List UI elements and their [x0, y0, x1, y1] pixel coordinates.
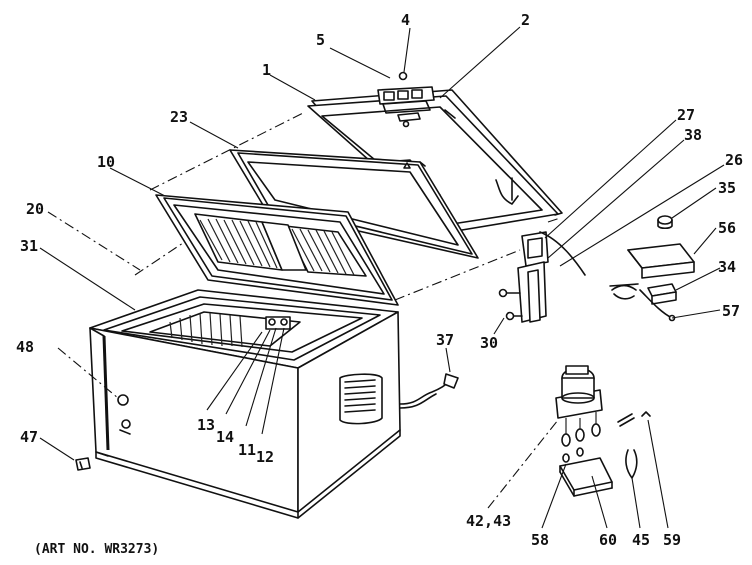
vent-hatching [199, 218, 355, 276]
callout-12: 12 [256, 448, 274, 466]
lid-latch-assembly [377, 71, 456, 128]
callout-42-43: 42,43 [466, 512, 511, 530]
callout-59: 59 [663, 531, 681, 549]
callout-labels: 1 2 4 5 10 11 12 13 14 20 23 26 27 30 31… [16, 11, 743, 549]
switch-light-parts [609, 215, 695, 322]
cabinet-interior-hatching [169, 312, 243, 348]
callout-10: 10 [97, 153, 115, 171]
callout-45: 45 [632, 531, 650, 549]
callout-38: 38 [684, 126, 702, 144]
callout-31: 31 [20, 237, 38, 255]
callout-27: 27 [677, 106, 695, 124]
callout-35: 35 [718, 179, 736, 197]
inner-lid-panel [155, 194, 399, 306]
callout-47: 47 [20, 428, 38, 446]
callout-34: 34 [718, 258, 736, 276]
callout-48: 48 [16, 338, 34, 356]
callout-1: 1 [262, 61, 271, 79]
callout-11: 11 [238, 441, 256, 459]
callout-23: 23 [170, 108, 188, 126]
callout-leaders [39, 26, 725, 529]
outer-lid [307, 89, 563, 233]
power-cord [399, 373, 459, 409]
callout-57: 57 [722, 302, 740, 320]
callout-26: 26 [725, 151, 743, 169]
art-number-caption: (ART NO. WR3273) [34, 542, 159, 557]
callout-37: 37 [436, 331, 454, 349]
freezer-cabinet [89, 289, 401, 519]
callout-56: 56 [718, 219, 736, 237]
lid-liner [229, 149, 479, 259]
callout-14: 14 [216, 428, 234, 446]
compressor-assembly [555, 365, 651, 497]
callout-58: 58 [531, 531, 549, 549]
callout-5: 5 [316, 31, 325, 49]
lid-hinge-assembly [498, 231, 586, 323]
callout-60: 60 [599, 531, 617, 549]
drain-plug-part [75, 457, 91, 471]
callout-20: 20 [26, 200, 44, 218]
callout-2: 2 [521, 11, 530, 29]
callout-4: 4 [401, 11, 410, 29]
callout-30: 30 [480, 334, 498, 352]
callout-13: 13 [197, 416, 215, 434]
